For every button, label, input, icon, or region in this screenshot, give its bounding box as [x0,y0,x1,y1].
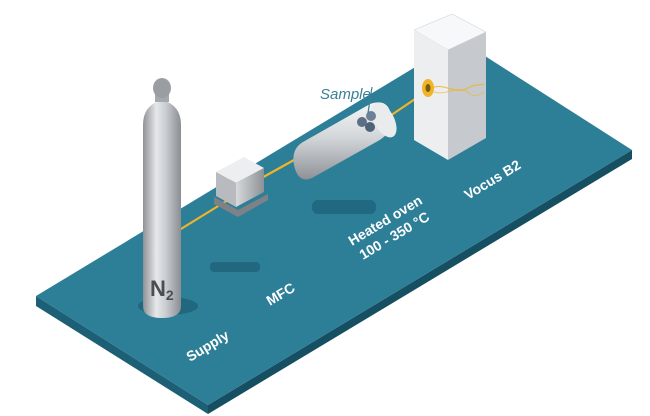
sample-pointer [367,86,373,114]
nitrogen-cylinder: N2 [143,78,181,318]
oven-end-cap [371,102,397,138]
sample-particle [366,111,376,121]
cylinder-label-main: N [150,276,166,301]
sample-particle [365,122,375,132]
sample-annotation: Sample [320,86,373,114]
oven-shadow [312,200,376,214]
vocus-instrument [413,13,487,160]
instrument-ion-path [431,88,485,97]
cylinder-body [143,100,181,318]
mfc-side [236,168,264,207]
mfc-base [214,194,268,217]
platform-side-left [36,296,208,414]
sample-label: Sample [320,86,371,103]
instrument-ion-path [431,83,485,92]
mfc-top [216,157,264,183]
instrument-inlet-core [425,84,431,92]
instrument-side [448,32,486,160]
cylinder-valve [153,78,171,98]
heated-oven [293,102,397,180]
mfc-device [214,157,268,217]
mfc-front [216,172,236,207]
platform-side-right [208,150,632,414]
cylinder-label-sub: 2 [166,287,174,303]
sample-particle [357,117,367,127]
cylinder-label: N2 [150,276,174,303]
mfc-shadow [210,262,260,272]
